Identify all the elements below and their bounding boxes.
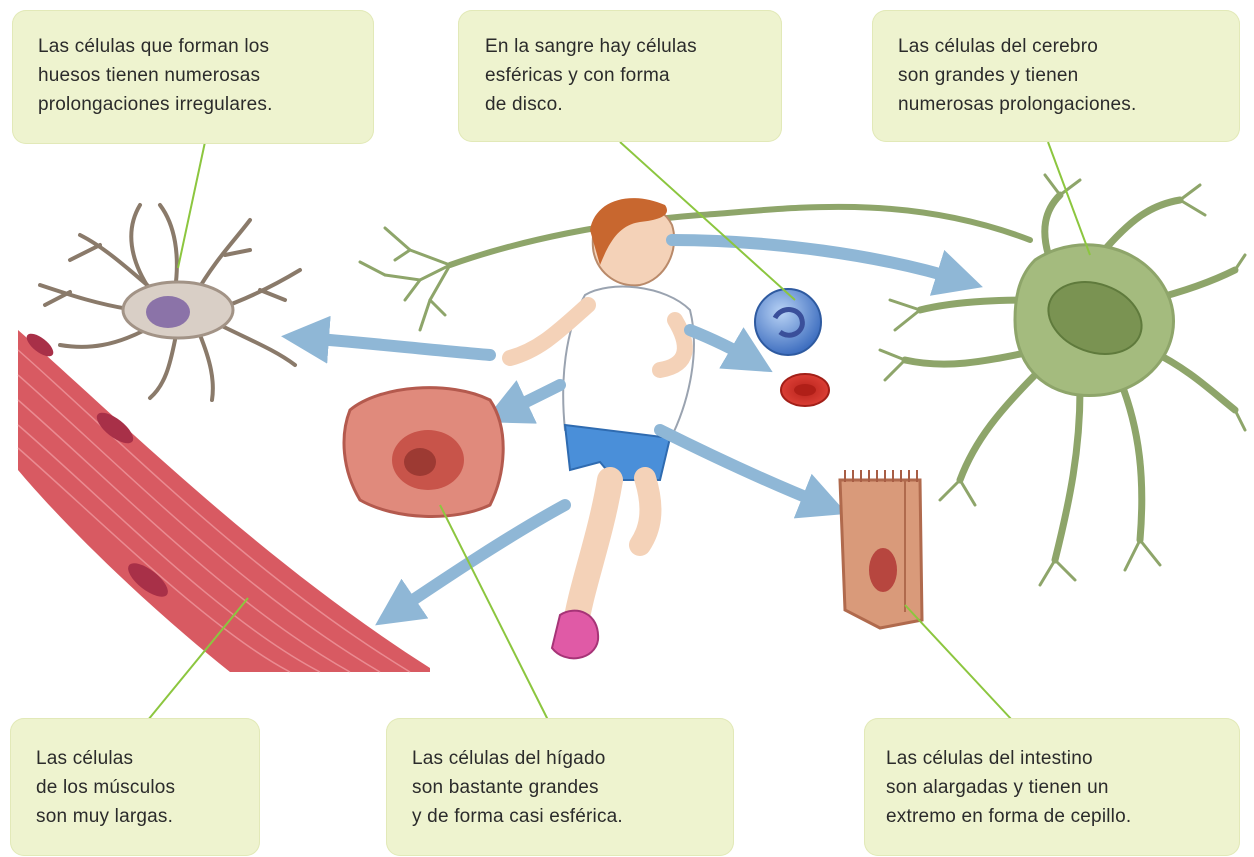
callout-muscle-text: Las células de los músculos son muy larg… — [36, 744, 260, 831]
callout-muscle-cells: Las células de los músculos son muy larg… — [10, 718, 260, 856]
liver-cell — [344, 388, 503, 517]
callout-bone-text: Las células que forman los huesos tienen… — [38, 32, 374, 119]
arrow-to-liver — [505, 385, 560, 412]
callout-liver-cells: Las células del hígado son bastante gran… — [386, 718, 734, 856]
intestine-cell — [840, 470, 922, 628]
callout-bone-cells: Las células que forman los huesos tienen… — [12, 10, 374, 144]
red-blood-cell — [781, 374, 829, 406]
callout-intestine-text: Las células del intestino son alargadas … — [886, 744, 1240, 831]
callout-intestine-cells: Las células del intestino son alargadas … — [864, 718, 1240, 856]
leader-liver — [440, 505, 548, 720]
leader-gut — [905, 605, 1012, 720]
callout-blood-text: En la sangre hay células esféricas y con… — [485, 32, 782, 119]
arrow-to-muscle — [395, 505, 565, 612]
callout-liver-text: Las células del hígado son bastante gran… — [412, 744, 734, 831]
arrow-to-brain — [672, 240, 960, 280]
bone-cell — [40, 205, 300, 400]
white-blood-cell — [755, 289, 821, 355]
callout-brain-cells: Las células del cerebro son grandes y ti… — [872, 10, 1240, 142]
arrow-to-blood — [690, 330, 752, 360]
callout-brain-text: Las células del cerebro son grandes y ti… — [898, 32, 1240, 119]
arrow-to-intestine — [660, 430, 825, 505]
leader-bone — [178, 142, 205, 268]
arrow-to-bone — [305, 338, 490, 355]
callout-blood-cells: En la sangre hay células esféricas y con… — [458, 10, 782, 142]
